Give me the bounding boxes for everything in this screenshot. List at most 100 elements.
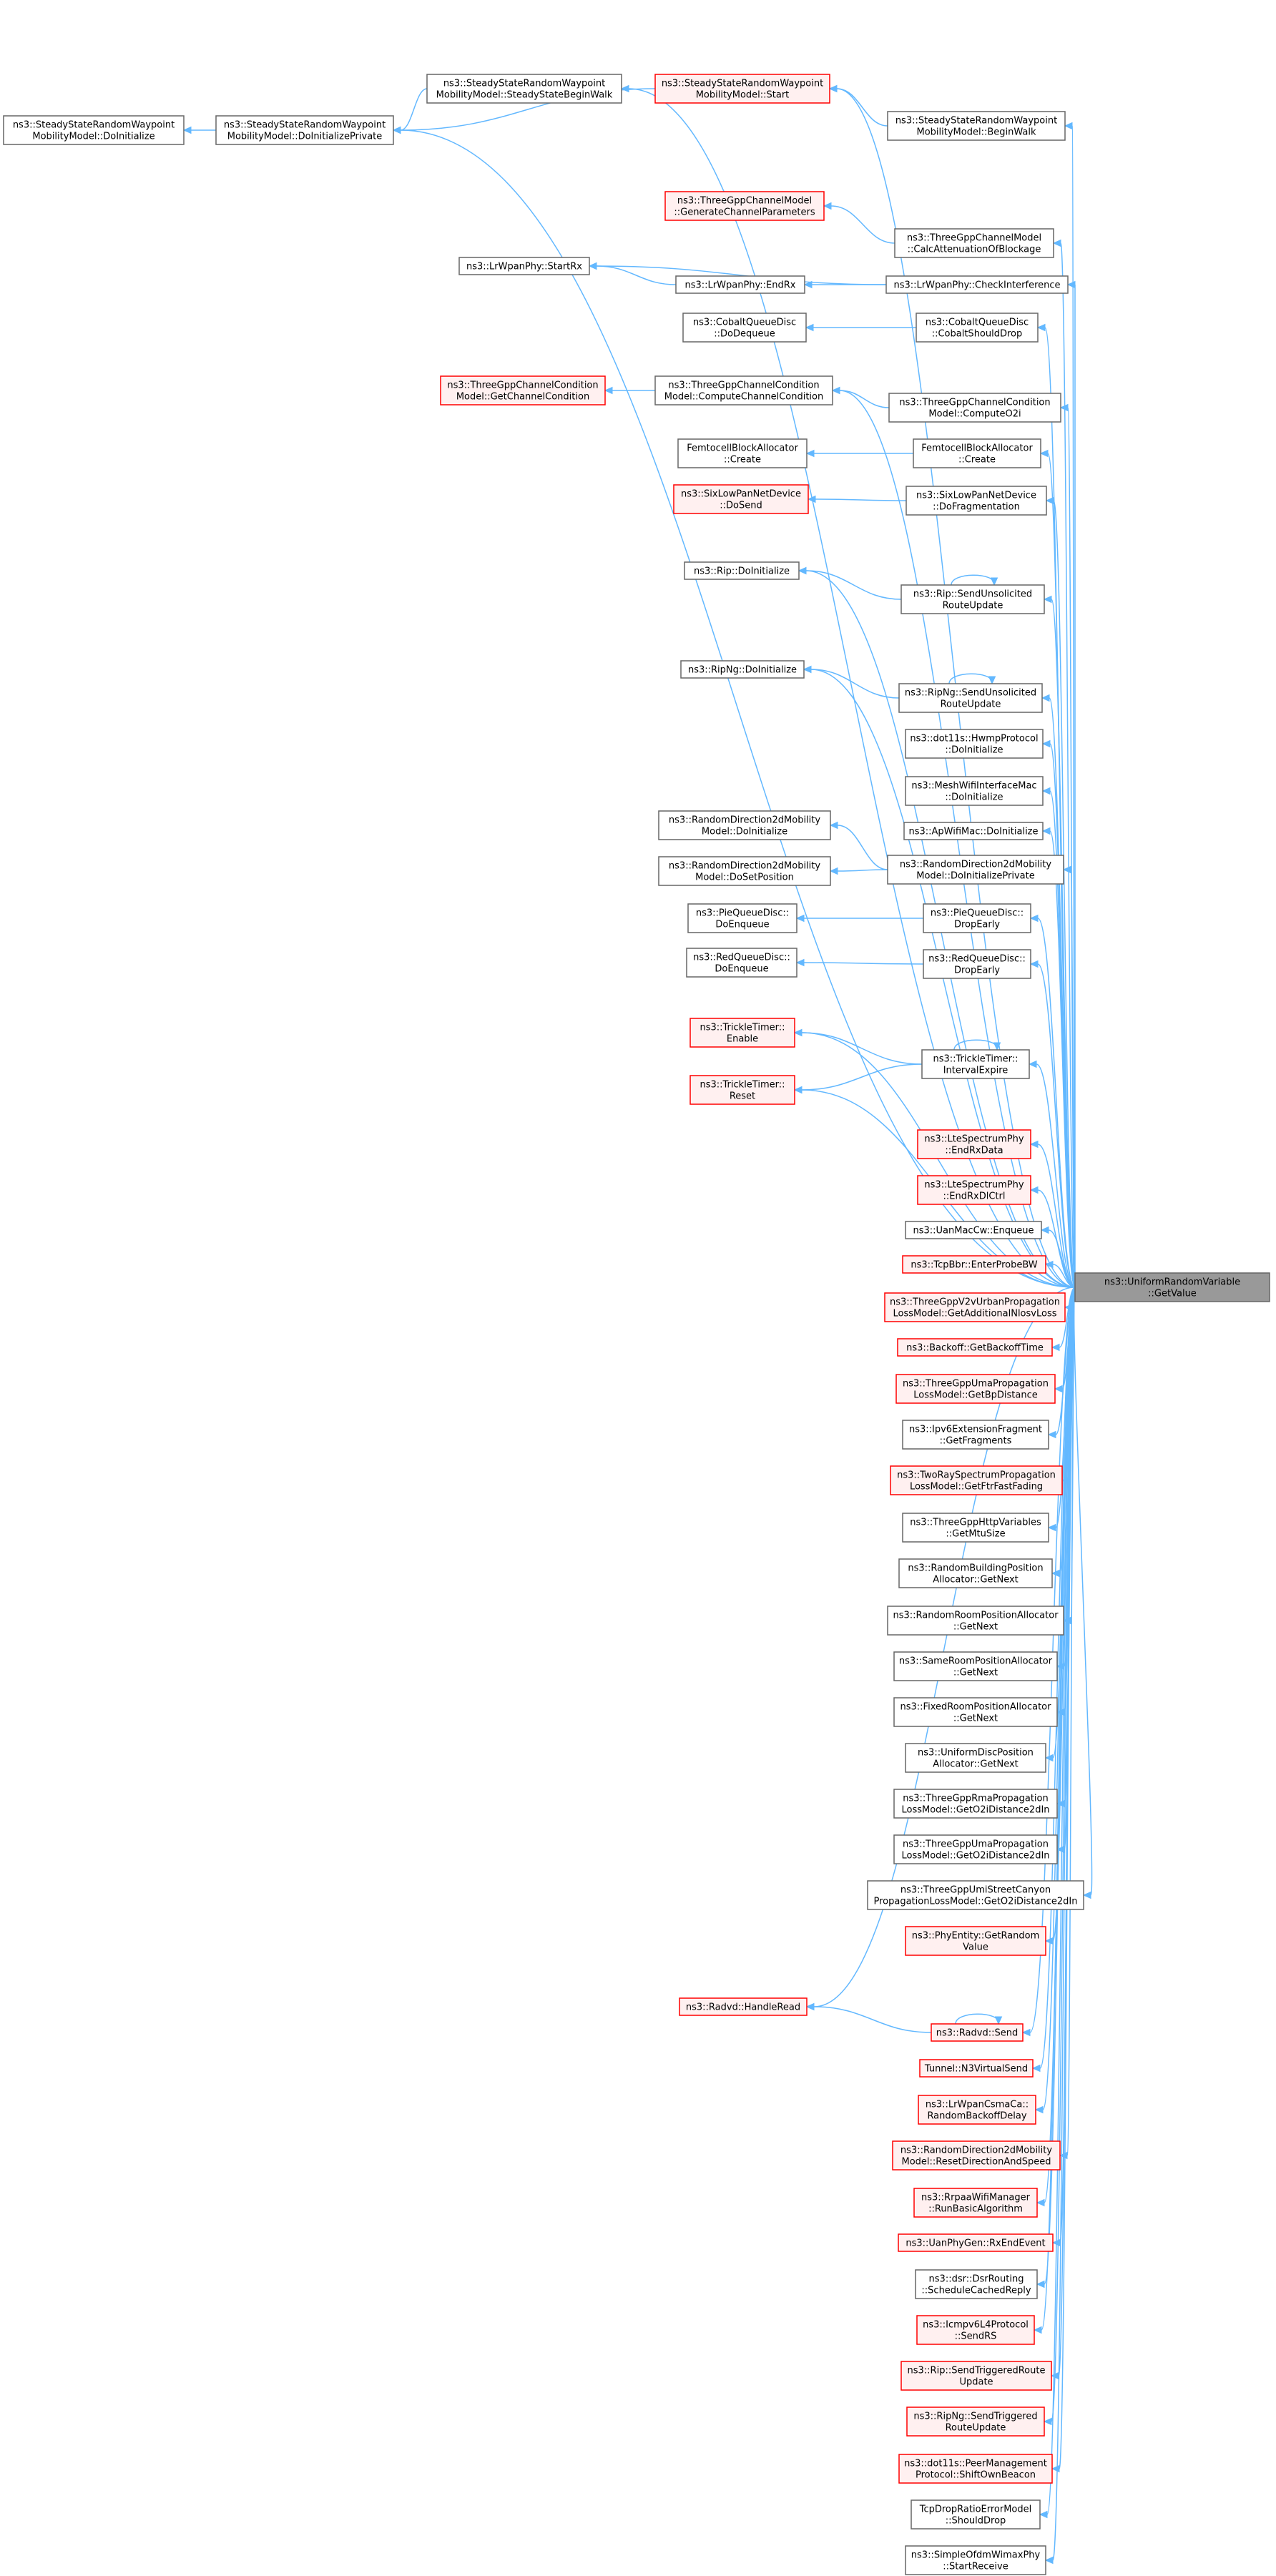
node-tguma_bp[interactable]: ns3::ThreeGppUmaPropagationLossModel::Ge… [895,1374,1056,1404]
node-meshwifi_doinit[interactable]: ns3::MeshWifiInterfaceMac::DoInitialize [905,776,1044,806]
node-lr_endrx[interactable]: ns3::LrWpanPhy::EndRx [675,275,805,294]
node-ss_beginwalk[interactable]: ns3::SteadyStateRandomWaypointMobilityMo… [887,111,1066,141]
node-tg_calcatt[interactable]: ns3::ThreeGppChannelModel::CalcAttenuati… [894,228,1054,258]
node-tcpdrop_should[interactable]: TcpDropRatioErrorModel::ShouldDrop [911,2499,1041,2530]
node-cq_dodequeue[interactable]: ns3::CobaltQueueDisc::DoDequeue [682,313,807,343]
node-fba_create_l[interactable]: FemtocellBlockAllocator::Create [677,438,808,468]
edge-arrowhead [1043,595,1052,604]
node-tworay_fb[interactable]: ns3::TwoRaySpectrumPropagationLossModel:… [890,1465,1063,1495]
node-uanphygen_rxend[interactable]: ns3::UanPhyGen::RxEndEvent [898,2233,1054,2252]
edge-arrowhead [1029,1140,1039,1149]
edge-root-to-rd2d_doinitpriv [1062,865,1076,1288]
node-slp_dosend[interactable]: ns3::SixLowPanNetDevice::DoSend [673,484,809,514]
node-tguma_o2i[interactable]: ns3::ThreeGppUmaPropagationLossModel::Ge… [893,1834,1058,1864]
edge-arrowhead [1047,1523,1056,1532]
edge-arrowhead [1021,2028,1031,2037]
node-label-line: ::EndRxDlCtrl [943,1191,1006,1202]
node-box [426,74,622,104]
node-tt_reset[interactable]: ns3::TrickleTimer::Reset [689,1075,795,1105]
node-udpa_next[interactable]: ns3::UniformDiscPositionAllocator::GetNe… [905,1743,1046,1773]
node-backoff_time[interactable]: ns3::Backoff::GetBackoffTime [897,1338,1053,1357]
node-label-line: ::GetValue [1148,1289,1197,1299]
node-ss_beginwalk2[interactable]: ns3::SteadyStateRandomWaypointMobilityMo… [426,74,622,104]
node-tg_genparams[interactable]: ns3::ThreeGppChannelModel::GenerateChann… [664,191,825,221]
node-lte_endrxdlctrl[interactable]: ns3::LteSpectrumPhy::EndRxDlCtrl [917,1175,1031,1205]
node-cq_shoulddrop[interactable]: ns3::CobaltQueueDisc::CobaltShouldDrop [916,313,1039,343]
node-rrpa_next[interactable]: ns3::RandomRoomPositionAllocator::GetNex… [887,1606,1064,1636]
node-box [898,2233,1054,2252]
node-lr_startrx[interactable]: ns3::LrWpanPhy::StartRx [458,257,590,275]
node-pie_dropearly[interactable]: ns3::PieQueueDisc::DropEarly [923,903,1031,933]
node-label-line: ns3::TrickleTimer:: [700,1023,785,1033]
node-hwmp_doinit[interactable]: ns3::dot11s::HwmpProtocol::DoInitialize [905,729,1044,759]
node-label-line: ::GetMtuSize [946,1529,1005,1540]
node-tgcc_getcc[interactable]: ns3::ThreeGppChannelConditionModel::GetC… [440,375,606,405]
edge-arrowhead [795,914,805,923]
node-tgcc_o2i[interactable]: ns3::ThreeGppChannelConditionModel::Comp… [888,393,1061,423]
node-label-line: ::RunBasicAlgorithm [928,2204,1023,2215]
node-ss_start[interactable]: ns3::SteadyStateRandomWaypointMobilityMo… [654,74,830,104]
edge-path [1051,1287,1076,2422]
node-tgumi_o2i[interactable]: ns3::ThreeGppUmiStreetCanyonPropagationL… [867,1880,1084,1910]
node-rd2d_dosetpos[interactable]: ns3::RandomDirection2dMobilityModel::DoS… [658,856,831,886]
edge-path [813,1287,1076,2007]
node-pie_doenq[interactable]: ns3::PieQueueDisc::DoEnqueue [687,903,798,933]
edge-path [628,88,1076,1288]
node-rd2d_reset[interactable]: ns3::RandomDirection2dMobilityModel::Res… [892,2140,1061,2171]
node-tunnel_n3[interactable]: Tunnel::N3VirtualSend [919,2059,1034,2078]
node-tcpbbr_probebw[interactable]: ns3::TcpBbr::EnterProbeBW [902,1255,1046,1274]
node-label-line: ns3::CobaltQueueDisc [926,318,1029,328]
node-frpa_next[interactable]: ns3::FixedRoomPositionAllocator::GetNext [893,1697,1058,1727]
node-lr_checkint[interactable]: ns3::LrWpanPhy::CheckInterference [885,275,1069,294]
node-tt_enable[interactable]: ns3::TrickleTimer::Enable [689,1018,795,1048]
node-tgv2v_nlos[interactable]: ns3::ThreeGppV2vUrbanPropagationLossMode… [884,1292,1066,1322]
node-lrcsma_backoff[interactable]: ns3::LrWpanCsmaCa::RandomBackoffDelay [918,2095,1036,2125]
node-label-line: MobilityModel::BeginWalk [917,127,1036,138]
node-fba_create_r[interactable]: FemtocellBlockAllocator::Create [913,438,1041,468]
node-srpa_next[interactable]: ns3::SameRoomPositionAllocator::GetNext [893,1651,1058,1681]
node-box [654,74,830,104]
node-tghttp_mtu[interactable]: ns3::ThreeGppHttpVariables::GetMtuSize [902,1513,1049,1543]
node-lte_endrxdata[interactable]: ns3::LteSpectrumPhy::EndRxData [917,1129,1031,1159]
node-box [1074,1272,1270,1302]
edge-arrowhead [829,821,838,830]
node-tgcc_compute[interactable]: ns3::ThreeGppChannelConditionModel::Comp… [654,375,833,405]
node-apwifi_doinit[interactable]: ns3::ApWifiMac::DoInitialize [903,822,1044,840]
node-uanmaccw_enq[interactable]: ns3::UanMacCw::Enqueue [905,1221,1042,1239]
node-label-line: ::GetFragments [940,1436,1012,1447]
node-ss_doinit[interactable]: ns3::SteadyStateRandomWaypointMobilityMo… [3,115,185,145]
node-tgrma_o2i[interactable]: ns3::ThreeGppRmaPropagationLossModel::Ge… [893,1789,1058,1819]
node-ss_doinitpriv[interactable]: ns3::SteadyStateRandomWaypointMobilityMo… [215,115,394,145]
node-tt_interval[interactable]: ns3::TrickleTimer::IntervalExpire [921,1049,1030,1079]
edge-path [839,390,890,408]
edge-root-to-rip_sendunsol [1043,595,1076,1288]
node-label-line: ns3::UniformRandomVariable [1104,1277,1240,1288]
node-rip_doinit[interactable]: ns3::Rip::DoInitialize [684,561,800,580]
node-box [923,949,1031,979]
node-label-line: Model::ComputeO2i [928,409,1021,420]
node-red_doenq[interactable]: ns3::RedQueueDisc::DoEnqueue [686,948,798,978]
edge-arrowhead [831,386,840,395]
node-ripng_doinit[interactable]: ns3::RipNg::DoInitialize [680,660,805,679]
node-peermgmt_shift[interactable]: ns3::dot11s::PeerManagementProtocol::Shi… [898,2454,1053,2484]
node-root[interactable]: ns3::UniformRandomVariable::GetValue [1074,1272,1270,1302]
node-ipv6ext_frag[interactable]: ns3::Ipv6ExtensionFragment::GetFragments [902,1420,1049,1450]
node-label-line: ns3::RandomBuildingPosition [908,1563,1043,1574]
node-radvd_send[interactable]: ns3::Radvd::Send [931,2023,1024,2042]
node-simpleofdm_start[interactable]: ns3::SimpleOfdmWimaxPhy::StartReceive [905,2545,1046,2575]
node-slp_dofrag[interactable]: ns3::SixLowPanNetDevice::DoFragmentation [906,486,1047,516]
node-rrpaa_run[interactable]: ns3::RrpaaWifiManager::RunBasicAlgorithm [913,2188,1038,2218]
edge-arrowhead [805,449,815,458]
node-icmpv6_sendrs[interactable]: ns3::Icmpv6L4Protocol::SendRS [916,2315,1035,2345]
node-rbpa_next[interactable]: ns3::RandomBuildingPositionAllocator::Ge… [898,1558,1053,1588]
node-rd2d_doinitpriv[interactable]: ns3::RandomDirection2dMobilityModel::DoI… [887,855,1064,885]
node-radvd_handleread[interactable]: ns3::Radvd::HandleRead [679,1997,808,2016]
node-red_dropearly[interactable]: ns3::RedQueueDisc::DropEarly [923,949,1031,979]
node-rd2d_doinit[interactable]: ns3::RandomDirection2dMobilityModel::DoI… [658,810,831,840]
node-dsr_sched[interactable]: ns3::dsr::DsrRouting::ScheduleCachedRepl… [915,2269,1038,2299]
